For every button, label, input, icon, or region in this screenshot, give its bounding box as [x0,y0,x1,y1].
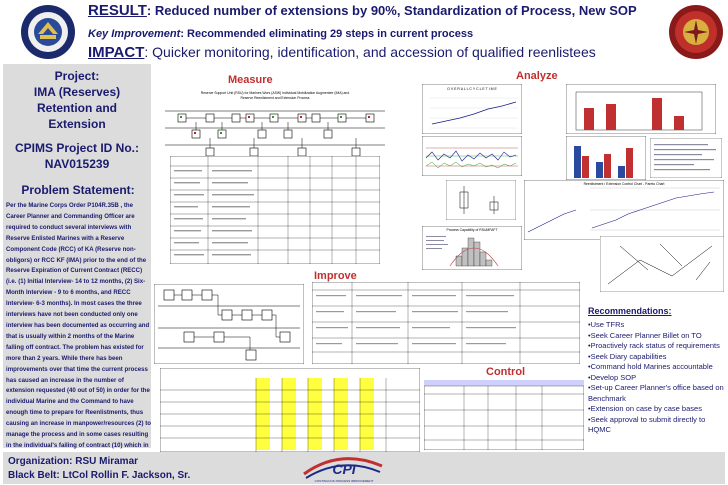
recommendations-heading-text: Recommendations [588,306,669,316]
improve-process-map [154,284,304,364]
cpi-logo-text: CPI [332,461,356,477]
left-panel [3,64,151,448]
measure-data-table [170,156,380,264]
recommendation-item: •Set-up Career Planner's office based on… [588,383,724,403]
measure-process-map: Reserve Support Unit (RSU) for Marines W… [160,86,390,166]
pareto-control-chart: Reenlistment / Extension Control Chart -… [524,180,724,240]
problem-statement-heading: Problem Statement: [21,183,135,197]
recommendation-item: •Command hold Marines accountable [588,362,713,371]
key-improvement-label: Key Improvement [88,28,181,40]
black-belt-label: Black Belt: LtCol Rollin F. Jackson, Sr. [8,470,191,481]
process-capability-chart: Process Capability of RSUMFAFT [422,226,522,270]
recommendation-item: •Proactively rack status of requirements [588,341,720,350]
process-map-title-2: Reserve Reenlistment and Extension Proce… [241,96,310,100]
control-label: Control [486,366,526,378]
impact-line: IMPACT: Quicker monitoring, identificati… [88,44,596,61]
process-map-title-1: Reserve Support Unit (RSU) for Marines W… [201,91,350,95]
problem-statement-text: Per the Marine Corps Order P104R.35B , t… [6,202,151,471]
overall-cycle-time-title: O V E R A L L C Y C L E T I M E [447,87,497,91]
cpims-number: NAV015239 [44,157,110,171]
project-title: Project: IMA (Reserves) Retention and Ex… [8,68,146,132]
recommendation-item: •Use TFRs [588,320,625,329]
footer-bar [3,452,725,484]
recommendation-item: •Seek Diary capabilities [588,351,667,361]
analyze-notes-box [650,138,722,178]
recommendation-item: •Develop SOP [588,372,637,382]
result-headline: RESULT: Reduced number of extensions by … [88,2,637,19]
organization-label: Organization: RSU Miramar [8,456,139,467]
key-improvement-line: Key Improvement: Recommended eliminating… [88,28,473,40]
project-line: Project: [54,69,100,83]
cpi-logo: CPI CONTINUOUS PROCESS IMPROVEMENT [303,457,383,483]
recommendations-heading: Recommendations: [588,306,672,316]
recommendation-item: •Seek Career Planner Billet on TO [588,330,702,340]
analyze-label: Analyze [516,70,558,82]
cpi-logo-subtext: CONTINUOUS PROCESS IMPROVEMENT [315,479,374,483]
key-improvement-text: : Recommended eliminating 29 steps in cu… [180,28,474,40]
cpims-project-id: CPIMS Project ID No.: NAV015239 [8,140,146,172]
marine-corps-seal-logo [669,5,723,59]
grouped-bar-chart [566,136,646,180]
control-chart-1 [422,136,522,176]
recommendation-item: •Seek approval to submit directly to HQM… [588,414,706,435]
result-text: : Reduced number of extensions by 90%, S… [146,3,637,18]
improve-label: Improve [314,270,357,282]
cpims-label: CPIMS Project ID No.: [14,141,139,155]
measure-label: Measure [228,74,273,86]
project-line: Retention and [37,101,117,115]
pareto-chart-title: Reenlistment / Extension Control Chart -… [584,182,665,186]
impact-text: : Quicker monitoring, identification, an… [144,44,596,60]
improve-matrix [160,368,420,452]
project-line: IMA (Reserves) [33,85,121,99]
box-plot-chart [446,180,516,220]
process-capability-title: Process Capability of RSUMFAFT [446,228,497,232]
recommendations-heading-colon: : [668,306,672,316]
overall-cycle-time-chart: O V E R A L L C Y C L E T I M E [422,84,522,134]
analyze-bar-chart [566,84,716,134]
project-line: Extension [48,117,106,131]
recommendation-item: •Extension on case by case bases [588,404,702,413]
navy-seal-logo [21,5,75,59]
fishbone-diagram [600,236,724,292]
control-plan-table [424,380,584,450]
improve-table [312,282,580,364]
result-label: RESULT [88,2,147,19]
impact-label: IMPACT [88,44,145,61]
recommendations-list: •Use TFRs •Seek Career Planner Billet on… [588,320,726,436]
